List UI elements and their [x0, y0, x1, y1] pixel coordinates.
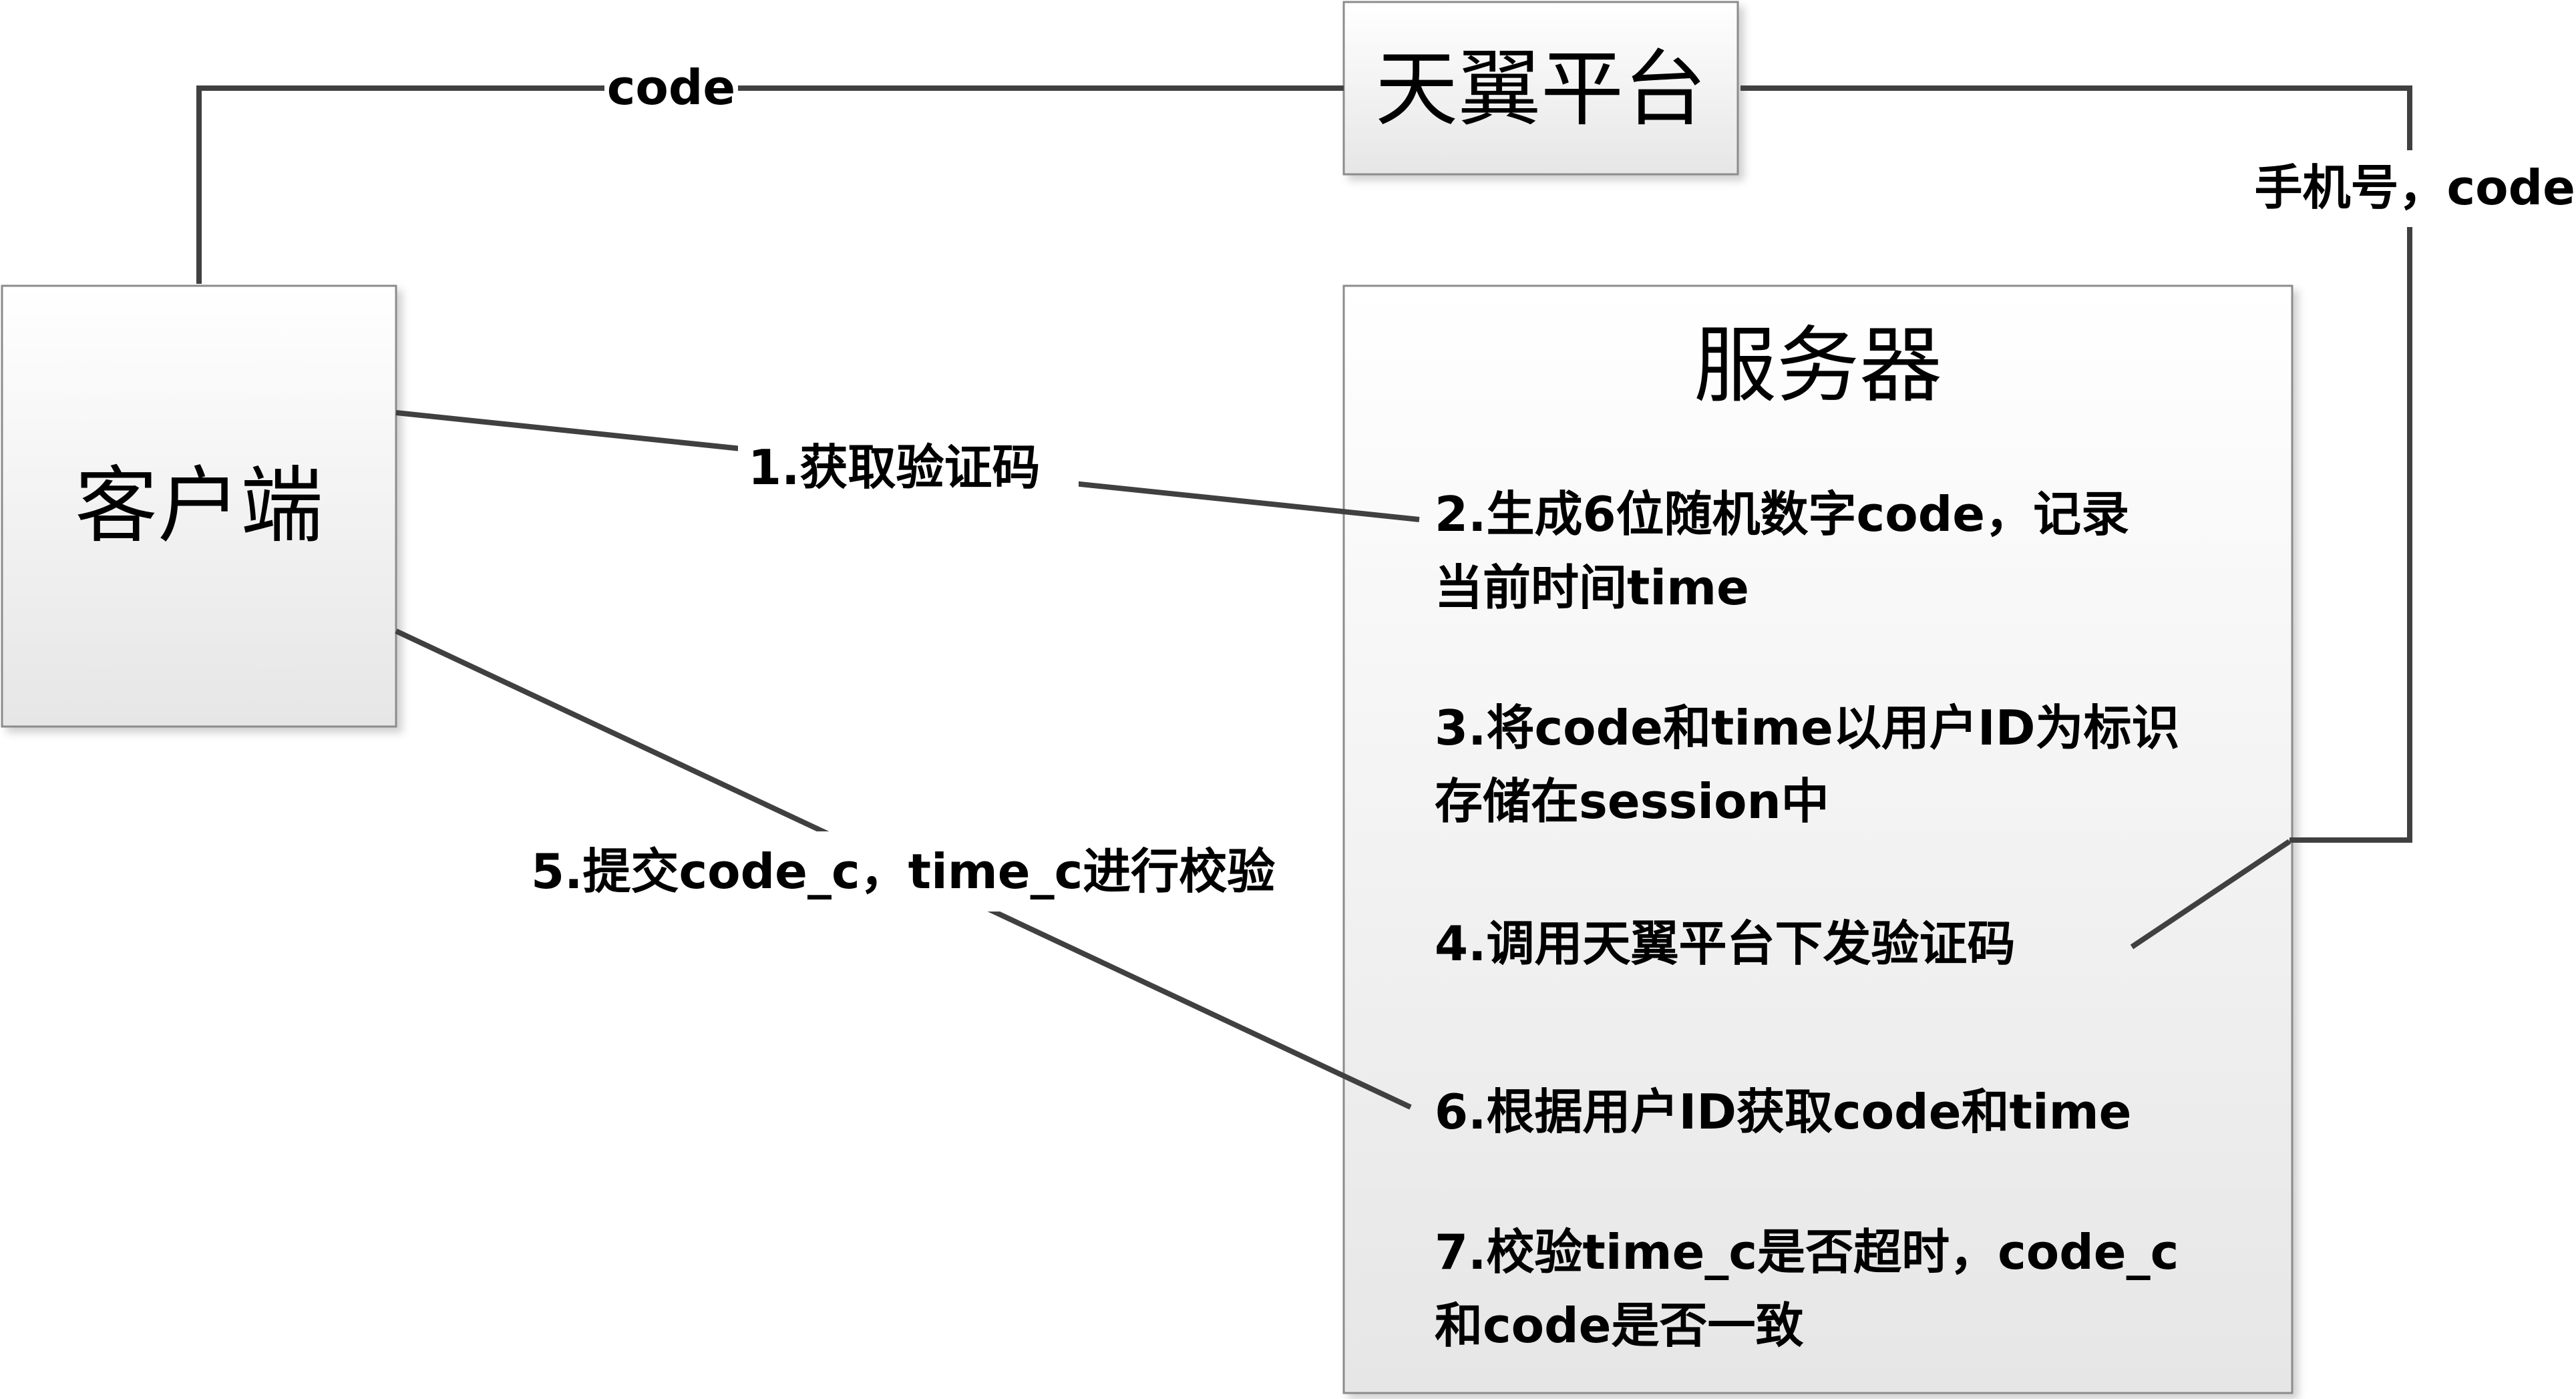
platform-title: 天翼平台 [1375, 41, 1706, 138]
edge-server-to-platform: 手机号，code [1740, 85, 2576, 950]
edge-client-submit: 5.提交code_c，time_c进行校验 [395, 628, 1412, 1110]
edge-platform-to-client-line [196, 85, 1344, 284]
edge-server-to-platform-label: 手机号，code [2254, 160, 2575, 216]
server-step-7-line-1: 7.校验time_c是否超时，code_c [1435, 1224, 2179, 1280]
edge-client-request: 1.获取验证码 [395, 410, 1420, 522]
server-step-3-line-2: 存储在session中 [1435, 773, 1829, 829]
server-step-6: 6.根据用户ID获取code和time [1435, 1084, 2131, 1140]
server-title: 服务器 [1694, 318, 1942, 414]
server-step-7: 7.校验time_c是否超时，code_c 和code是否一致 [1435, 1224, 2195, 1354]
server-step-4-line-1: 4.调用天翼平台下发验证码 [1435, 916, 2015, 972]
edge-platform-to-client-label: code [607, 59, 736, 116]
server-step-7-line-2: 和code是否一致 [1435, 1297, 1804, 1354]
edge-platform-to-client: code [196, 59, 1344, 284]
server-step-4: 4.调用天翼平台下发验证码 [1435, 916, 2015, 972]
server-step-2-line-2: 当前时间time [1435, 560, 1749, 616]
server-step-3-line-1: 3.将code和time以用户ID为标识 [1435, 700, 2179, 756]
server-step-2: 2.生成6位随机数字code，记录 当前时间time [1435, 486, 2146, 616]
server-step-2-line-1: 2.生成6位随机数字code，记录 [1435, 486, 2129, 542]
edge-client-request-label: 1.获取验证码 [748, 439, 1040, 495]
server-node: 服务器 2.生成6位随机数字code，记录 当前时间time 3.将code和t… [1342, 284, 2293, 1394]
server-step-6-line-1: 6.根据用户ID获取code和time [1435, 1084, 2131, 1140]
edge-server-to-platform-line [1740, 85, 2412, 843]
edge-server-step4-to-corner-line [2130, 839, 2291, 950]
platform-node: 天翼平台 [1342, 1, 1739, 176]
server-step-3: 3.将code和time以用户ID为标识 存储在session中 [1435, 700, 2197, 829]
client-node: 客户端 [1, 284, 397, 728]
client-title: 客户端 [75, 458, 323, 554]
edge-client-submit-label: 5.提交code_c，time_c进行校验 [531, 843, 1275, 900]
